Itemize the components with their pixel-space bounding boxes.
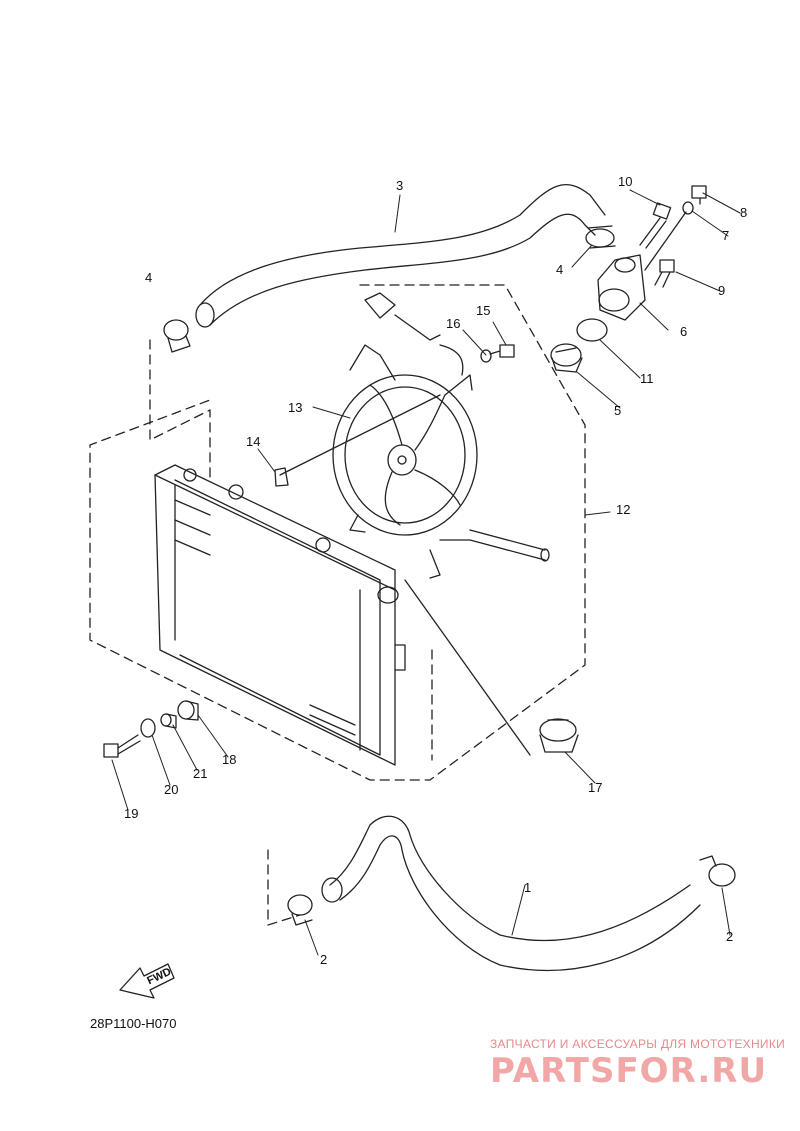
watermark-tagline: ЗАПЧАСТИ И АКСЕССУАРЫ ДЛЯ МОТОТЕХНИКИ (490, 1037, 785, 1051)
callout-17: 17 (588, 780, 602, 795)
lower-hose (321, 815, 701, 972)
o-ring (576, 318, 608, 342)
bracket-left (149, 339, 211, 481)
radiator-cap (539, 718, 579, 753)
callout-5: 5 (614, 403, 621, 418)
callout-21: 21 (193, 766, 207, 781)
bracket-bottom (267, 849, 301, 926)
hose-clamp-left (163, 319, 191, 353)
clip-14 (274, 394, 441, 487)
diagram-code: 28P1100-H070 (90, 1016, 177, 1031)
fwd-arrow-icon (119, 963, 175, 999)
callout-20: 20 (164, 782, 178, 797)
washer-16 (480, 349, 492, 363)
thermostat (550, 343, 583, 373)
callout-9: 9 (718, 283, 725, 298)
watermark-logo: PARTSFOR.RU (490, 1051, 767, 1091)
bolt-8 (691, 185, 707, 205)
thermostat-cover (597, 254, 646, 321)
callout-2a: 2 (320, 952, 327, 967)
callout-2b: 2 (726, 929, 733, 944)
callout-16: 16 (446, 316, 460, 331)
bolt-19 (103, 734, 141, 758)
fan-motor (332, 344, 550, 579)
callout-18: 18 (222, 752, 236, 767)
radiator (154, 464, 406, 766)
callout-11: 11 (640, 371, 654, 386)
callout-19: 19 (124, 806, 138, 821)
callout-4b: 4 (556, 262, 563, 277)
hose-clamp-right (585, 225, 616, 249)
cap-leader (404, 579, 531, 756)
callout-12: 12 (616, 502, 630, 517)
upper-hose (195, 184, 606, 328)
leader-lines (111, 189, 741, 956)
callout-labels: 3 10 8 7 4 9 4 6 15 16 11 5 13 14 12 17 … (124, 174, 747, 967)
callout-15: 15 (476, 303, 490, 318)
collar-21 (160, 713, 177, 729)
washer-20 (140, 718, 156, 738)
callout-7: 7 (722, 228, 729, 243)
screw-15 (489, 344, 515, 358)
callout-13: 13 (288, 400, 302, 415)
fan-connector (364, 292, 464, 376)
stud-7 (644, 211, 687, 271)
callout-10: 10 (618, 174, 632, 189)
bolt-10 (639, 202, 672, 249)
callout-3: 3 (396, 178, 403, 193)
callout-8: 8 (740, 205, 747, 220)
hose-clamp-lower-right (699, 855, 736, 887)
washer-7 (682, 201, 694, 215)
bolt-9 (654, 259, 675, 288)
assembly-boundary (89, 284, 586, 781)
callout-14: 14 (246, 434, 260, 449)
callout-4a: 4 (145, 270, 152, 285)
hose-clamp-lower-left (287, 894, 313, 926)
damper-18 (177, 700, 199, 721)
callout-6: 6 (680, 324, 687, 339)
callout-1: 1 (524, 880, 531, 895)
